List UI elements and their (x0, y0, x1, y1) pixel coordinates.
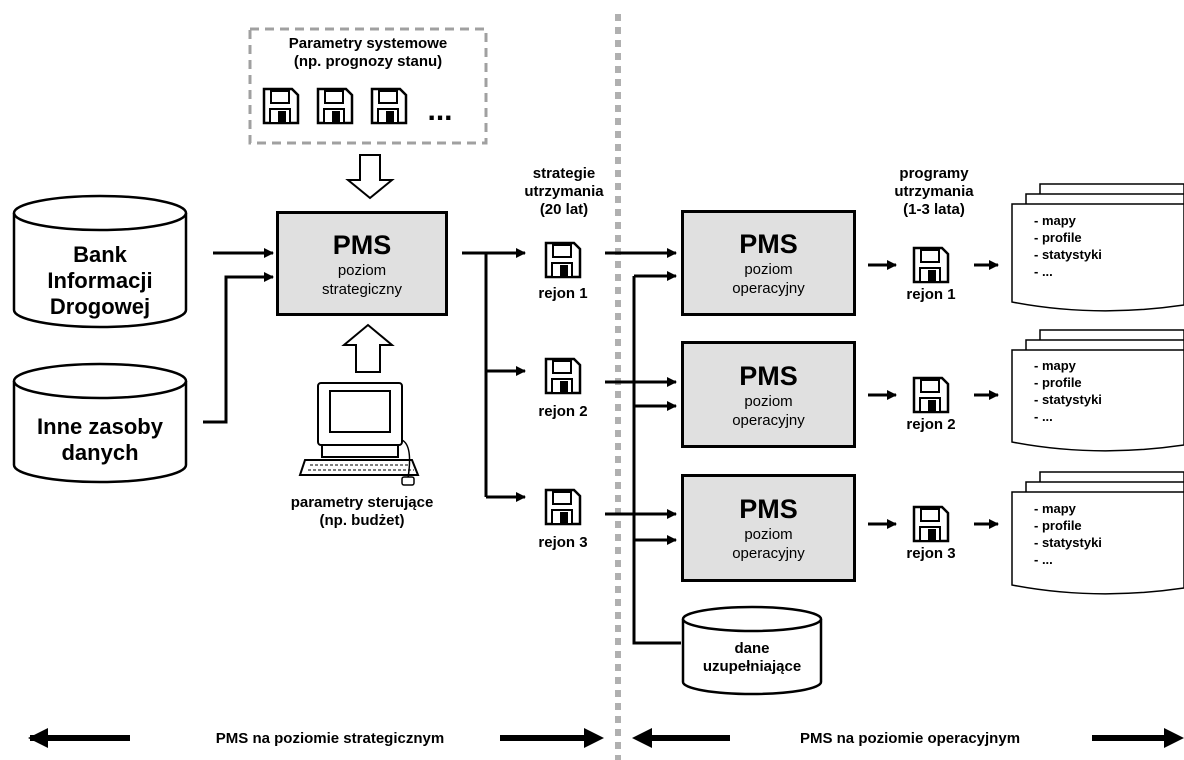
doc-item: - ... (1034, 264, 1053, 279)
system-params-label: Parametry systemowe (np. prognozy stanu) (260, 35, 476, 71)
inne-label: Inne zasoby danych (14, 412, 186, 468)
footer-left-label: PMS na poziomie strategicznym (215, 730, 445, 747)
dane-line2: uzupełniające (702, 658, 802, 675)
footer-arrowhead (1164, 728, 1184, 748)
system-params-line1: Parametry systemowe (288, 35, 448, 52)
document-stack-icon (1011, 471, 1184, 595)
bank-line2: Informacji (47, 268, 153, 293)
floppy-icon (370, 87, 408, 125)
control-params-label: parametry sterujące (np. budżet) (250, 494, 474, 530)
doc-item: - statystyki (1034, 247, 1102, 262)
pms-operational-line2: operacyjny (732, 545, 805, 562)
pms-operational-title: PMS (739, 360, 798, 391)
doc-item: - profile (1034, 230, 1082, 245)
strat-region-1-label: rejon 1 (538, 285, 588, 302)
hollow-up-arrow (341, 323, 395, 373)
pms-operational-box-3[interactable]: PMS poziom operacyjny (681, 474, 856, 582)
pms-operational-line2: operacyjny (732, 280, 805, 297)
computer-icon (298, 382, 420, 486)
floppy-icon (912, 505, 950, 543)
footer-arrowhead (632, 728, 652, 748)
programy-line3: (1-3 lata) (903, 201, 965, 218)
op-region-3-label: rejon 3 (906, 545, 956, 562)
doc-item: - statystyki (1034, 535, 1102, 550)
dane-label: dane uzupełniające (683, 640, 821, 676)
pms-strategic-line1: poziom (337, 261, 387, 279)
doc-item: - mapy (1034, 213, 1076, 228)
programy-line1: programy (899, 165, 969, 182)
floppy-icon (912, 376, 950, 414)
document-stack-icon (1011, 329, 1184, 452)
system-params-line2: (np. prognozy stanu) (293, 53, 443, 70)
op-region-2-label: rejon 2 (906, 416, 956, 433)
doc-item: - ... (1034, 409, 1053, 424)
pms-operational-line1: poziom (744, 261, 793, 278)
pms-strategic-title: PMS (332, 229, 392, 260)
doc-item: - mapy (1034, 501, 1076, 516)
pms-operational-line1: poziom (744, 526, 793, 543)
dane-feed-line (632, 276, 681, 645)
pms-operational-box-1[interactable]: PMS poziom operacyjny (681, 210, 856, 316)
dane-cylinder (681, 605, 823, 696)
programy-label: programy utrzymania (1-3 lata) (880, 165, 988, 219)
floppy-icon (544, 241, 582, 279)
pms-operational-line2: operacyjny (732, 411, 805, 429)
hollow-down-arrow (345, 154, 395, 200)
pms-strategic-box[interactable]: PMS poziom strategiczny (276, 211, 448, 316)
doc-list-1: - mapy - profile - statystyki - ... (1034, 212, 1102, 280)
bank-line3: Drogowej (49, 294, 151, 319)
strategie-label: strategie utrzymania (20 lat) (510, 165, 618, 219)
pms-operational-box-2[interactable]: PMS poziom operacyjny (681, 341, 856, 448)
floppy-icon (912, 246, 950, 284)
footer-arrowhead (28, 728, 48, 748)
floppy-icon (544, 488, 582, 526)
footer-right-label: PMS na poziomie operacyjnym (799, 730, 1021, 747)
bank-line1: Bank (73, 242, 127, 267)
pms-operational-title: PMS (739, 494, 798, 524)
document-stack-icon (1011, 183, 1184, 312)
arrow-inne-to-strategic (203, 272, 274, 424)
inne-line1: Inne zasoby (37, 414, 163, 439)
doc-item: - ... (1034, 552, 1053, 567)
doc-item: - mapy (1034, 358, 1076, 373)
system-params-ellipsis: ... (427, 94, 453, 127)
floppy-icon (316, 87, 354, 125)
strategie-line2: utrzymania (524, 183, 604, 200)
strategie-line1: strategie (532, 165, 596, 182)
inne-cylinder (12, 362, 188, 484)
programy-line2: utrzymania (894, 183, 974, 200)
control-params-line2: (np. budżet) (319, 512, 405, 529)
strategic-branch-line (462, 251, 488, 497)
strategie-line3: (20 lat) (539, 201, 589, 218)
pms-strategic-line2: strategiczny (321, 280, 403, 298)
strat-region-3-label: rejon 3 (538, 534, 588, 551)
pms-operational-title: PMS (739, 229, 798, 259)
control-params-line1: parametry sterujące (290, 494, 434, 511)
bank-label: Bank Informacji Drogowej (14, 240, 186, 322)
footer-arrowhead (584, 728, 604, 748)
floppy-icon (262, 87, 300, 125)
floppy-icon (544, 357, 582, 395)
doc-item: - profile (1034, 518, 1082, 533)
doc-list-2: - mapy - profile - statystyki - ... (1034, 357, 1102, 425)
doc-item: - profile (1034, 375, 1082, 390)
doc-item: - statystyki (1034, 392, 1102, 407)
bank-cylinder (12, 194, 188, 329)
strat-region-2-label: rejon 2 (538, 403, 588, 420)
doc-list-3: - mapy - profile - statystyki - ... (1034, 500, 1102, 568)
op-region-1-label: rejon 1 (906, 286, 956, 303)
system-params-frame (248, 27, 488, 145)
inne-line2: danych (61, 440, 139, 465)
dane-line1: dane (734, 640, 770, 657)
pms-operational-line1: poziom (744, 392, 793, 410)
